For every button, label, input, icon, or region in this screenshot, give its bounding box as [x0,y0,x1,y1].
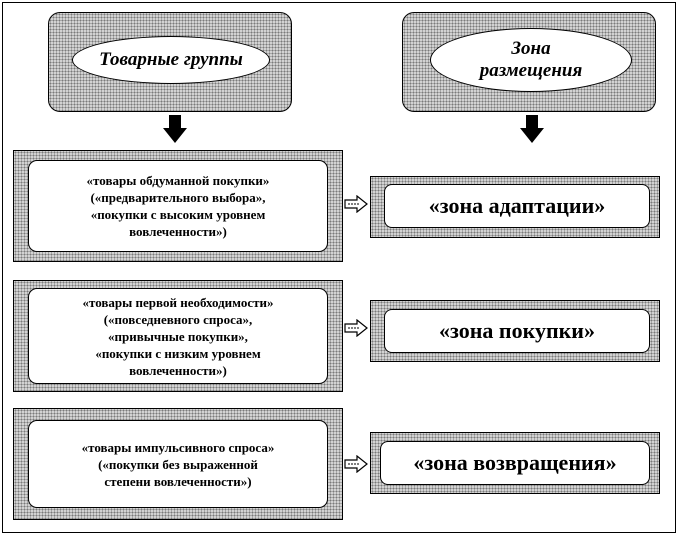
group-2-line: вовлеченности») [129,362,227,378]
group-2-line: «покупки с низким уровнем [95,345,261,361]
right-arrow-icon [344,455,368,473]
group-3-line: степени вовлеченности») [104,473,252,489]
right-arrow-icon [344,319,368,337]
group-2-line: («повседневного спроса», [103,311,253,327]
group-2-description: «товары первой необходимости» («повседне… [28,288,328,384]
zone-3: «зона возвращения» [380,441,650,485]
group-1-line: («предварительного выбора», [90,190,266,205]
placement-zone-header-line-2: размещения [479,60,583,81]
group-3-line: «товары импульсивного спроса» [81,439,275,455]
group-2-line: «товары первой необходимости» [82,294,274,310]
zone-1: «зона адаптации» [384,184,650,228]
right-arrow-icon [344,195,368,213]
group-1-line: вовлеченности») [129,224,227,239]
group-3-description: «товары импульсивного спроса» («покупки … [28,420,328,508]
group-3-line: («покупки без выраженной [98,456,258,472]
zone-3-label: «зона возвращения» [413,450,617,475]
placement-zone-header-line-1: Зона [511,38,551,59]
product-groups-header: Товарные группы [72,36,270,84]
zone-2: «зона покупки» [384,309,650,353]
zone-2-label: «зона покупки» [439,318,595,343]
down-arrow-icon [163,115,187,143]
group-1-line: «товары обдуманной покупки» [86,173,270,188]
group-1-description: «товары обдуманной покупки» («предварите… [28,160,328,252]
down-arrow-icon [520,115,544,143]
product-groups-header-label: Товарные группы [99,49,243,70]
zone-1-label: «зона адаптации» [428,193,606,218]
group-1-line: «покупки с высоким уровнем [90,207,266,222]
group-2-line: «привычные покупки», [108,328,248,344]
product-groups-header-box [48,12,292,112]
placement-zone-header: Зона размещения [430,28,632,92]
